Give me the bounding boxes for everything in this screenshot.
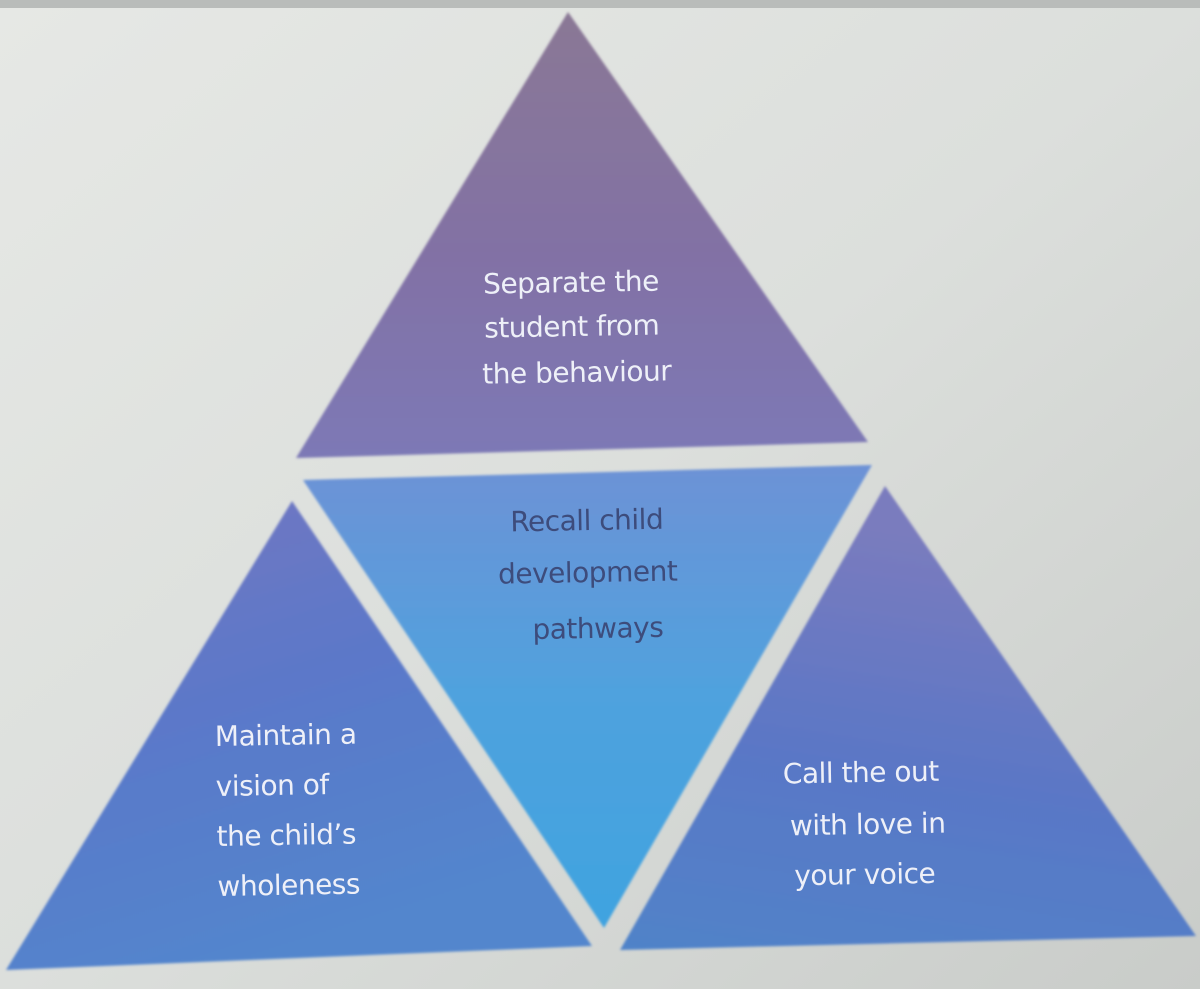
label-line: the behaviour <box>482 354 673 390</box>
label-line: pathways <box>532 611 663 646</box>
top-edge-strip <box>0 0 1200 8</box>
top-triangle <box>296 12 868 458</box>
label-line: Recall child <box>510 503 663 539</box>
label-line: vision of <box>215 768 330 803</box>
top-triangle-label: Separate the student from the behaviour <box>480 264 672 390</box>
right-triangle-label: Call the out with love in your voice <box>783 754 955 892</box>
label-line: Separate the <box>483 265 659 301</box>
label-line: the child’s <box>216 818 356 853</box>
middle-triangle <box>303 465 872 928</box>
right-triangle <box>620 486 1196 950</box>
label-line: development <box>498 555 678 591</box>
middle-triangle-label: Recall child development pathways <box>497 502 687 646</box>
left-triangle-label: Maintain a vision of the child’s wholene… <box>215 717 368 903</box>
label-line: Maintain a <box>215 718 357 753</box>
label-line: your voice <box>794 857 936 892</box>
label-line: student from <box>484 309 660 345</box>
label-line: wholeness <box>217 868 360 903</box>
label-line: with love in <box>790 807 946 843</box>
left-triangle <box>6 501 592 970</box>
label-line: Call the out <box>783 755 940 791</box>
